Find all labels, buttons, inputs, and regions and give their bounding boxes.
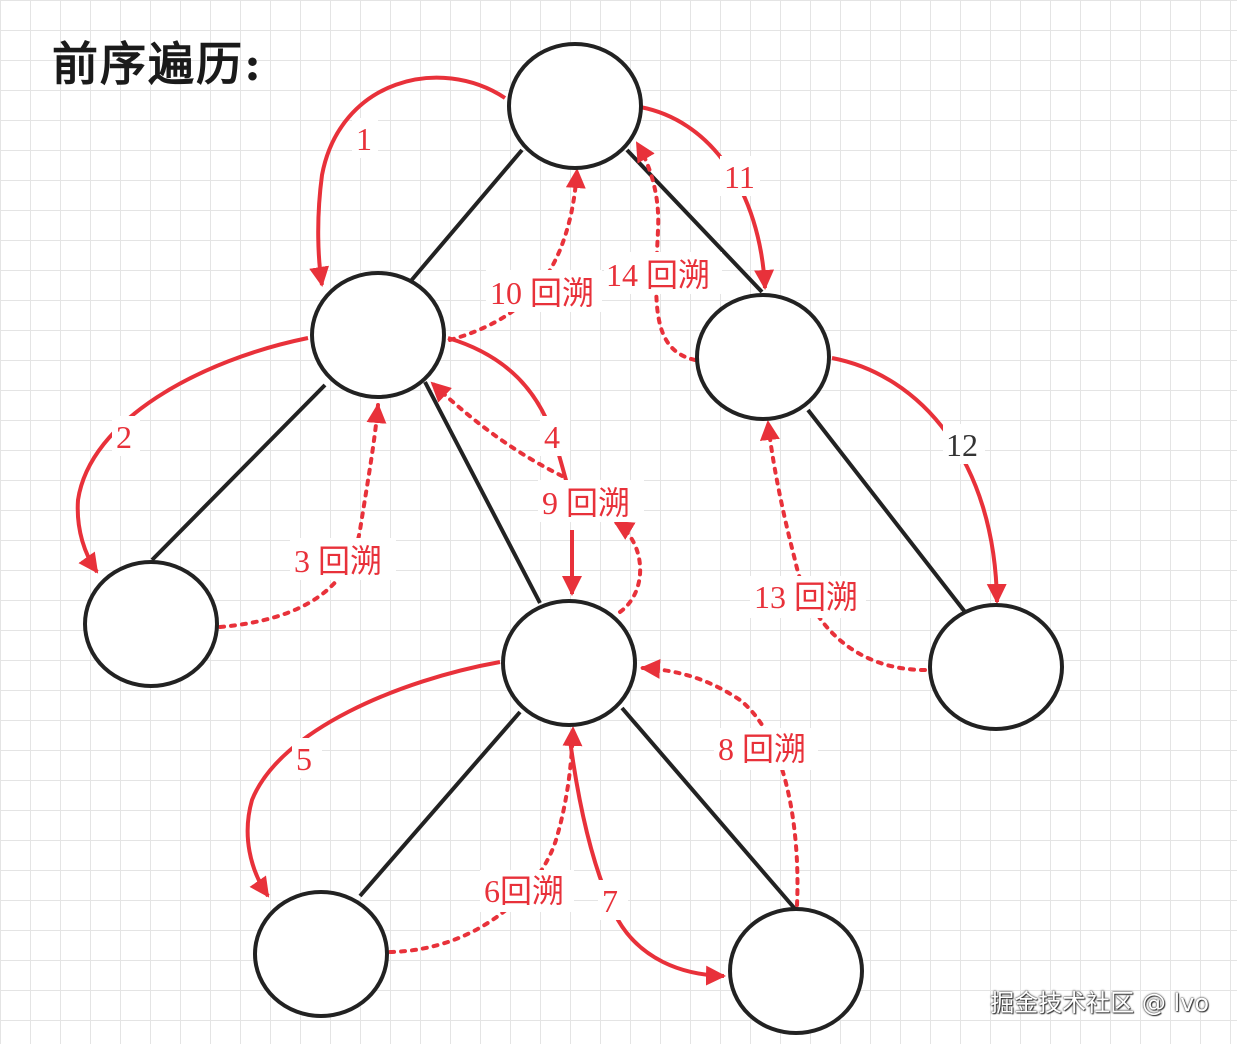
label-step-10: 10 回溯: [490, 275, 594, 311]
tree-nodes: [83, 42, 1064, 1035]
node-left: [310, 271, 446, 399]
step-12-arrow: [831, 356, 1007, 604]
diagram-title: 前序遍历:: [52, 37, 263, 91]
step-labels: 1 2 3 回溯 4 9 回溯 10 回溯 14 回溯 11 12 13 回溯 …: [116, 121, 978, 919]
label-step-3: 3 回溯: [294, 543, 382, 579]
edge-left-middle: [423, 381, 542, 604]
tree-edges: [150, 148, 967, 912]
watermark: 掘金技术社区 @ lvo: [990, 989, 1209, 1017]
label-backgrounds: [112, 118, 985, 920]
label-step-5: 5: [296, 741, 312, 777]
step-5-arrow: [245, 660, 501, 898]
step-13-backtrack: [759, 420, 927, 672]
step-7-arrow: [568, 739, 726, 986]
edge-middle-bottomright: [620, 706, 798, 912]
step-8-backtrack: [640, 658, 800, 907]
node-right-leaf: [928, 603, 1064, 731]
step-14-backtrack: [635, 141, 697, 362]
traversal-steps: [75, 75, 1007, 986]
label-step-14: 14 回溯: [606, 257, 710, 293]
node-root: [507, 42, 643, 170]
backtrack-steps: [218, 141, 927, 954]
edge-root-right: [625, 148, 764, 294]
node-bottom-right: [728, 907, 864, 1035]
label-step-12: 12: [946, 427, 978, 463]
step-3-backtrack: [218, 403, 387, 629]
label-step-8: 8 回溯: [718, 731, 806, 767]
edge-middle-bottomleft: [358, 710, 522, 898]
edge-root-left: [408, 148, 524, 284]
step-2-arrow: [75, 336, 309, 574]
label-step-1: 1: [356, 121, 372, 157]
edge-left-leftleaf: [150, 383, 327, 562]
label-step-9: 9 回溯: [542, 485, 630, 521]
label-step-6: 6回溯: [484, 873, 564, 909]
label-step-11: 11: [724, 159, 755, 195]
step-1-arrow: [309, 75, 507, 287]
node-middle: [501, 599, 637, 727]
label-step-7: 7: [602, 883, 618, 919]
step-10-backtrack: [448, 168, 586, 342]
step-6-backtrack: [388, 726, 583, 954]
label-step-4: 4: [544, 419, 560, 455]
edge-right-rightleaf: [806, 408, 967, 614]
node-left-leaf: [83, 560, 219, 688]
node-bottom-left: [253, 890, 389, 1018]
label-step-13: 13 回溯: [754, 579, 858, 615]
step-9-backtrack: [613, 520, 642, 614]
label-step-2: 2: [116, 419, 132, 455]
step-9-backtrack-2: [430, 381, 564, 478]
node-right: [695, 293, 831, 421]
